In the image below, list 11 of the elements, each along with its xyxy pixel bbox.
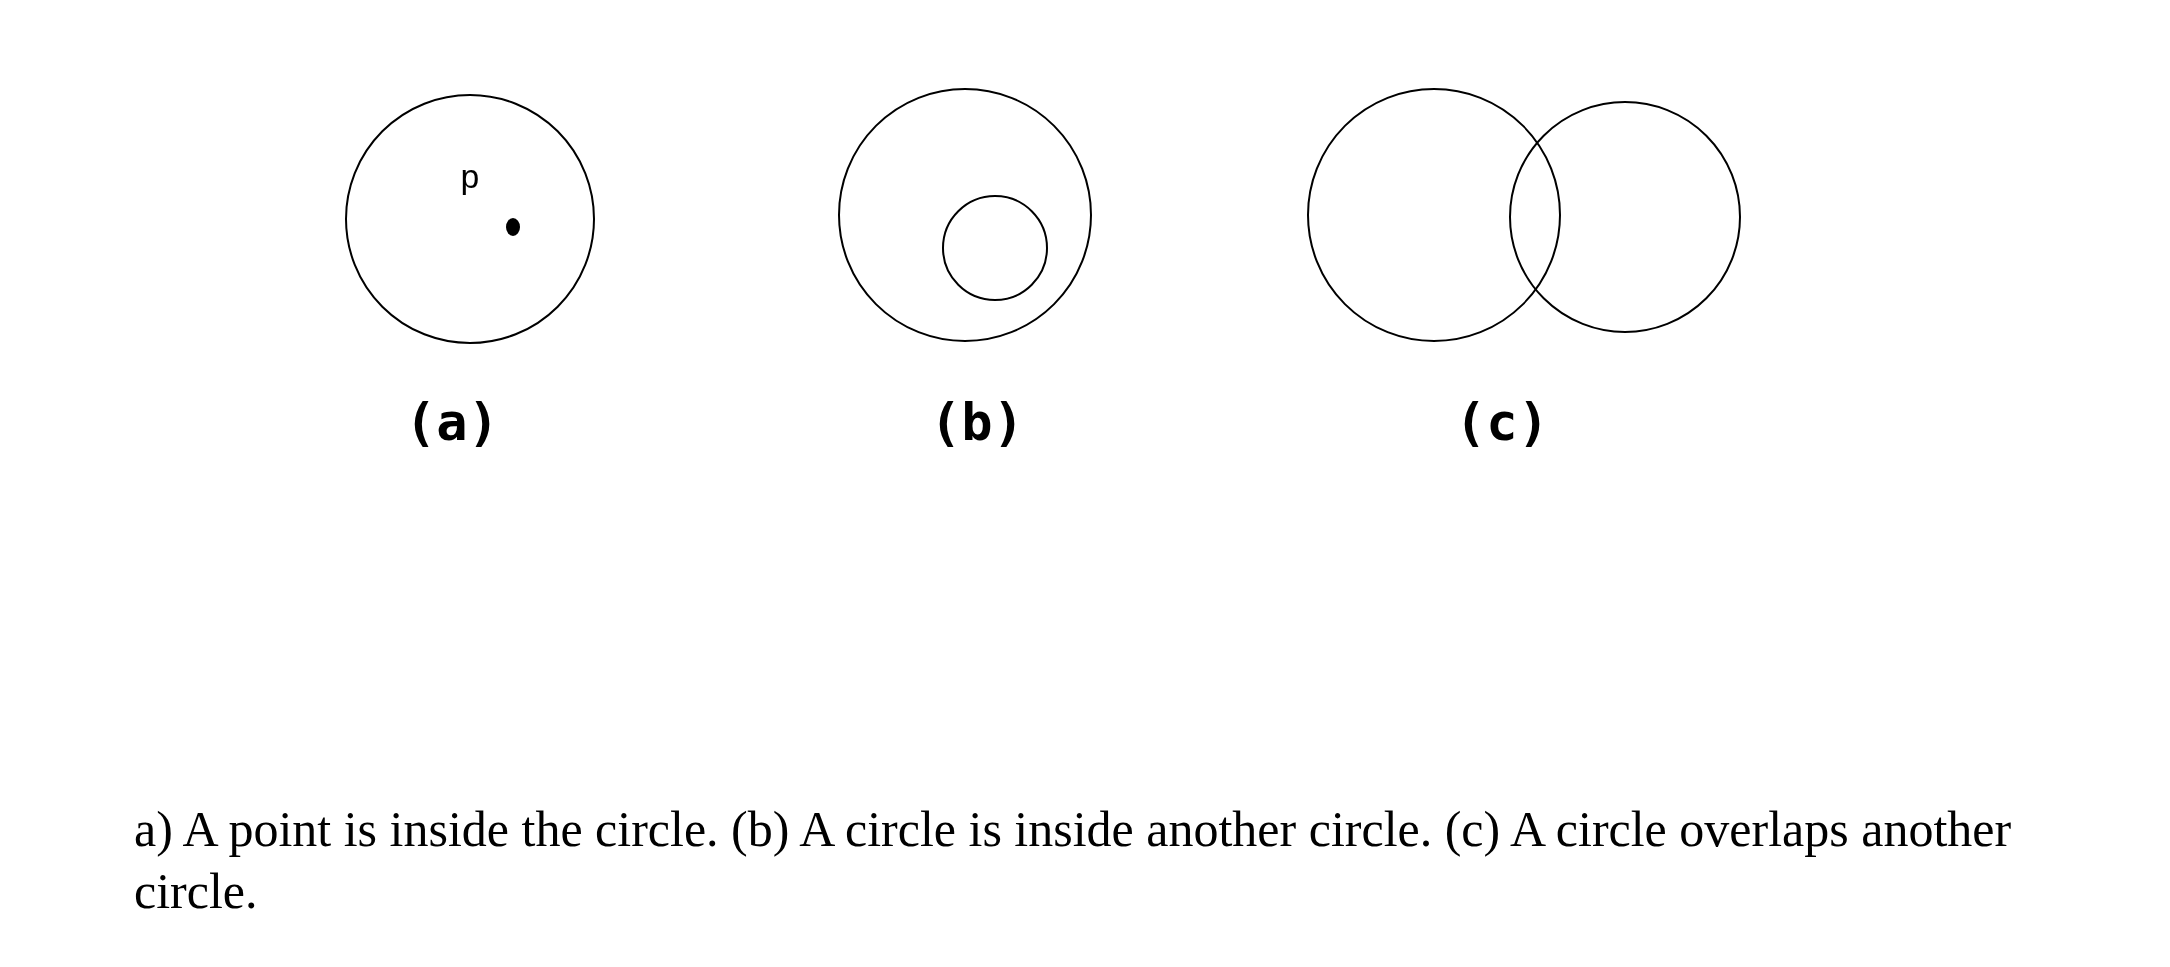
panel-label: (b): [930, 392, 1024, 452]
panel-label: (c): [1455, 392, 1549, 452]
circle: [1307, 88, 1561, 342]
caption: a) A point is inside the circle. (b) A circle is inside another circle. (c) A circle overlaps another circle.: [134, 800, 2013, 921]
circle: [345, 94, 595, 344]
circle: [838, 88, 1092, 342]
circle: [942, 195, 1048, 301]
point-dot: [506, 218, 520, 236]
panel-label: (a): [405, 392, 499, 452]
circle: [1509, 101, 1741, 333]
point-label: p: [459, 160, 481, 198]
